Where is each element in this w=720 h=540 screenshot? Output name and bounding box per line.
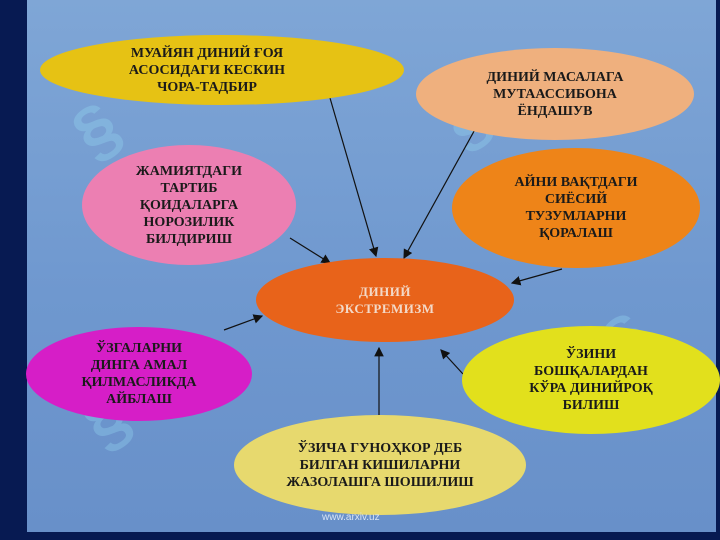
- concept-node: ЎЗГАЛАРНИ ДИНГА АМАЛ ҚИЛМАСЛИКДА АЙБЛАШ: [26, 327, 252, 421]
- arrow-line: [440, 349, 464, 375]
- arrow-line: [223, 314, 264, 331]
- arrow-line: [403, 123, 479, 260]
- concept-node: АЙНИ ВАҚТДАГИ СИЁСИЙ ТУЗУМЛАРНИ ҚОРАЛАШ: [452, 148, 700, 268]
- arrow-line: [329, 97, 379, 258]
- footer-url: www.arxiv.uz: [322, 512, 380, 523]
- concept-node: ЖАМИЯТДАГИ ТАРТИБ ҚОИДАЛАРГА НОРОЗИЛИК Б…: [82, 145, 296, 265]
- concept-node: ДИНИЙ МАСАЛАГА МУТААССИБОНА ЁНДАШУВ: [416, 48, 694, 140]
- concept-node: МУАЙЯН ДИНИЙ ҒОЯ АСОСИДАГИ КЕСКИН ЧОРА-Т…: [40, 35, 404, 105]
- arrow-line: [289, 237, 332, 264]
- central-concept: ДИНИЙ ЭКСТРЕМИЗМ: [256, 258, 514, 342]
- arrow-line: [510, 268, 563, 286]
- concept-node: ЎЗИЧА ГУНОҲКОР ДЕБ БИЛГАН КИШИЛАРНИ ЖАЗО…: [234, 415, 526, 515]
- concept-node: ЎЗИНИ БОШҚАЛАРДАН КЎРА ДИНИЙРОҚ БИЛИШ: [462, 326, 720, 434]
